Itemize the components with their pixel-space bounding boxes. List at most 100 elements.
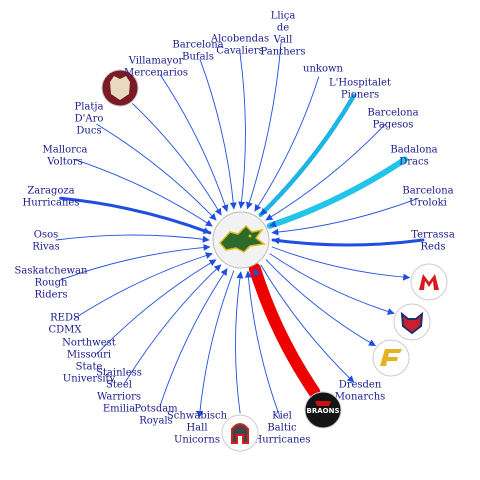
node-layer: BarcelonaBufalsAlcobendasCavaliersLliçad… bbox=[15, 11, 455, 452]
dragon-icon bbox=[218, 224, 266, 253]
edge-mallorca-voltors bbox=[73, 158, 213, 227]
node-label-line: Barcelona bbox=[172, 40, 223, 51]
node-label-line: Rivas bbox=[32, 242, 59, 253]
node-logo-spartan[interactable] bbox=[221, 414, 259, 452]
edge-terrassa-reds bbox=[271, 237, 425, 247]
node-label-line: de bbox=[277, 23, 289, 34]
node-label-line: Barcelona bbox=[367, 108, 418, 119]
node-label-line: Kiel bbox=[272, 411, 292, 422]
edge-zaragoza-hurricanes bbox=[59, 196, 212, 235]
node-label-line: Dresden bbox=[339, 380, 382, 391]
node-label-line: Warriors bbox=[97, 392, 141, 403]
yellow-e-icon bbox=[380, 349, 402, 366]
node-logo-yellow-e[interactable] bbox=[372, 339, 410, 377]
edge-northwest-missouri-state-university bbox=[96, 259, 217, 355]
node-label-line: Baltic bbox=[267, 423, 297, 434]
lion-icon bbox=[110, 76, 130, 100]
node-label-line: D'Aro bbox=[75, 114, 104, 125]
node-logo-red-m[interactable] bbox=[410, 263, 448, 301]
edge-schwabisch-hall-unicorns bbox=[196, 270, 235, 418]
node-label-line: Potsdam bbox=[134, 404, 178, 415]
node-label-line: Zaragoza bbox=[27, 186, 74, 197]
node-label-line: Saskatchewan bbox=[15, 266, 88, 277]
node-label-line: Mercenarios bbox=[124, 68, 188, 79]
node-label-line: Ducs bbox=[76, 126, 101, 137]
node-label-line: State bbox=[76, 362, 103, 373]
center-team-logo[interactable] bbox=[212, 211, 270, 269]
edge-alcobendas-cavaliers bbox=[238, 53, 246, 209]
node-label-line: Platja bbox=[75, 102, 104, 113]
node-label-line: unkown bbox=[303, 64, 344, 75]
node-label-line: Uroloki bbox=[409, 198, 447, 209]
edge-layer bbox=[55, 42, 425, 418]
edge-barcelona-pagesos bbox=[265, 123, 386, 221]
node-label-line: Missouri bbox=[67, 350, 111, 361]
edge-llica-de-vall-panthers bbox=[246, 42, 282, 210]
node-label-line: Monarchs bbox=[335, 392, 386, 403]
node-label-line: Unicorns bbox=[174, 435, 220, 446]
edge-villamayor-mercenarios bbox=[159, 74, 229, 212]
edge-unkown bbox=[254, 76, 320, 212]
node-label-line: Cavaliers bbox=[216, 46, 263, 57]
edge-dresden-monarchs bbox=[260, 264, 355, 383]
edge-reds-cdmx bbox=[73, 252, 213, 320]
edge-logo-devil bbox=[269, 253, 395, 315]
logo-braons-circle bbox=[304, 391, 342, 429]
node-label-line: Emilia bbox=[103, 404, 135, 415]
logo-braons-text: BRAONS bbox=[307, 407, 340, 415]
node-label-line: Alcobendas bbox=[210, 34, 269, 45]
node-label-line: Mallorca bbox=[43, 145, 88, 156]
node-label-line: Pagesos bbox=[373, 120, 414, 131]
edge-platja-daro-ducs bbox=[96, 123, 217, 221]
node-label-line: Rough bbox=[35, 278, 68, 289]
node-label-line: Hall bbox=[186, 423, 207, 434]
edge-osos-rivas bbox=[55, 234, 210, 243]
node-logo-braons[interactable]: BRAONS bbox=[304, 391, 342, 429]
node-label-line: University bbox=[63, 374, 116, 385]
node-logo-lion[interactable] bbox=[101, 69, 139, 107]
node-label-line: Voltors bbox=[46, 157, 82, 168]
edge-stainless-steel-warriors-emilia bbox=[124, 264, 222, 383]
node-label-line: Osos bbox=[34, 230, 58, 241]
edge-barcelona-uroloki bbox=[271, 197, 419, 236]
node-label-line: Villamayor bbox=[128, 56, 184, 67]
node-logo-devil[interactable] bbox=[393, 303, 431, 341]
node-label-line: Barcelona bbox=[402, 186, 453, 197]
node-label-line: Badalona bbox=[390, 145, 437, 156]
edge-potsdam-royals bbox=[159, 268, 228, 406]
edge-logo-red-m bbox=[271, 246, 411, 281]
node-label-line: Terrassa bbox=[411, 230, 455, 241]
node-label-line: Bufals bbox=[182, 52, 214, 63]
node-label-line: Riders bbox=[35, 290, 68, 301]
devil-icon bbox=[400, 311, 424, 335]
spartan-helmet-icon bbox=[231, 423, 249, 444]
node-unkown[interactable]: unkown bbox=[303, 64, 344, 75]
node-label-line: Stainless bbox=[96, 368, 142, 379]
node-label-line: CDMX bbox=[48, 325, 82, 336]
node-label-line: Steel bbox=[106, 380, 132, 391]
node-label-line: Dracs bbox=[399, 157, 429, 168]
edge-logo-yellow-e bbox=[265, 259, 376, 347]
